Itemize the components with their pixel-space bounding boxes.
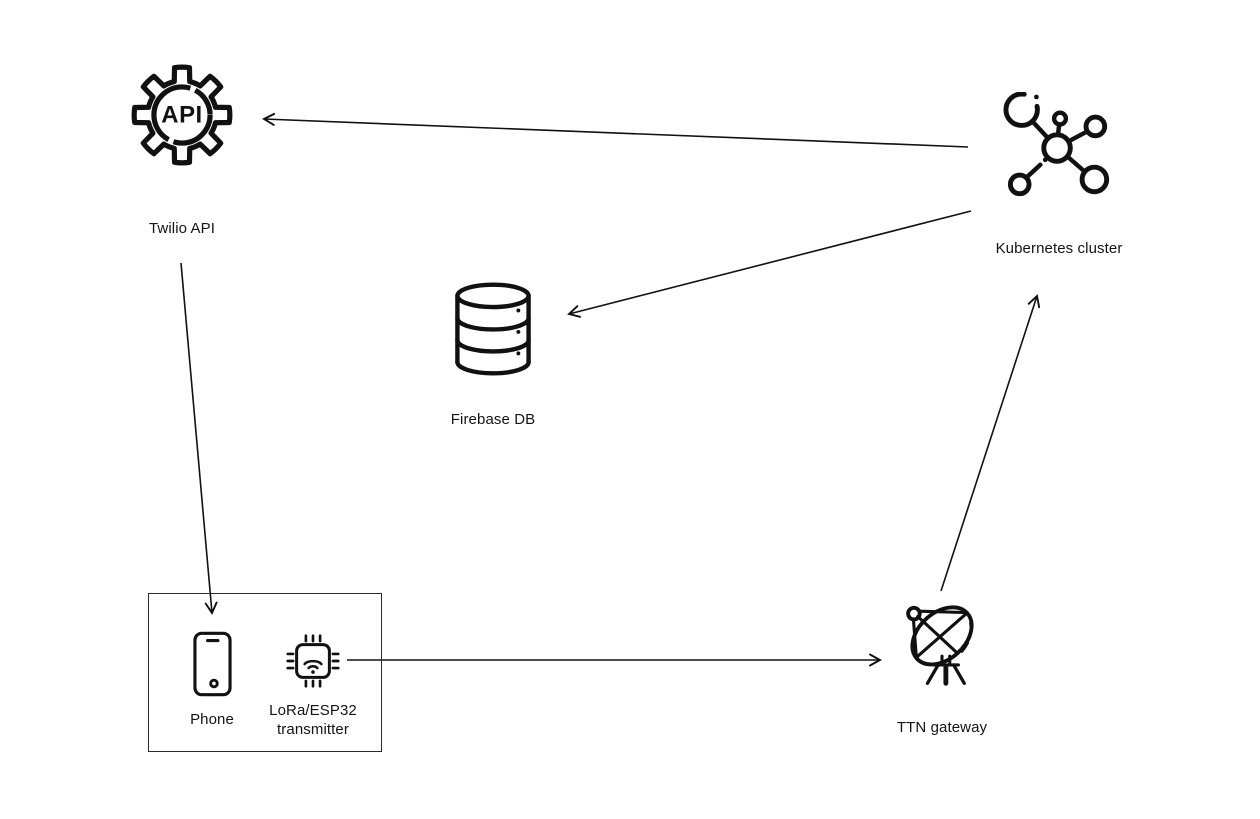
node-twilio-api: API Twilio API — [130, 63, 234, 237]
api-label: API — [161, 102, 202, 129]
arrow-kubernetes-to-firebase — [567, 210, 972, 318]
ttn-label: TTN gateway — [896, 719, 988, 736]
node-kubernetes: Kubernetes cluster — [996, 92, 1122, 257]
arrow-ttn-to-kubernetes — [940, 294, 1041, 592]
database-icon — [455, 282, 531, 376]
satellite-dish-icon — [906, 605, 974, 686]
phone-label: Phone — [190, 711, 234, 728]
node-lora-esp32: LoRa/ESP32 transmitter — [269, 630, 357, 738]
lora-label: LoRa/ESP32 transmitter — [269, 702, 357, 738]
chip-wifi-icon — [286, 634, 340, 688]
node-firebase: Firebase DB — [451, 282, 535, 428]
device-group-box — [148, 593, 382, 752]
firebase-label: Firebase DB — [450, 411, 536, 428]
kubernetes-label: Kubernetes cluster — [995, 240, 1123, 257]
twilio-api-label: Twilio API — [148, 220, 216, 237]
node-ttn-gateway: TTN gateway — [897, 601, 987, 736]
arrow-twilio-to-phone — [180, 262, 218, 615]
smartphone-icon — [193, 631, 232, 697]
network-nodes-icon — [1003, 92, 1110, 197]
node-phone: Phone — [190, 631, 234, 728]
gear-api-icon: API — [131, 64, 233, 166]
arrow-kubernetes-to-twilio — [262, 112, 969, 148]
